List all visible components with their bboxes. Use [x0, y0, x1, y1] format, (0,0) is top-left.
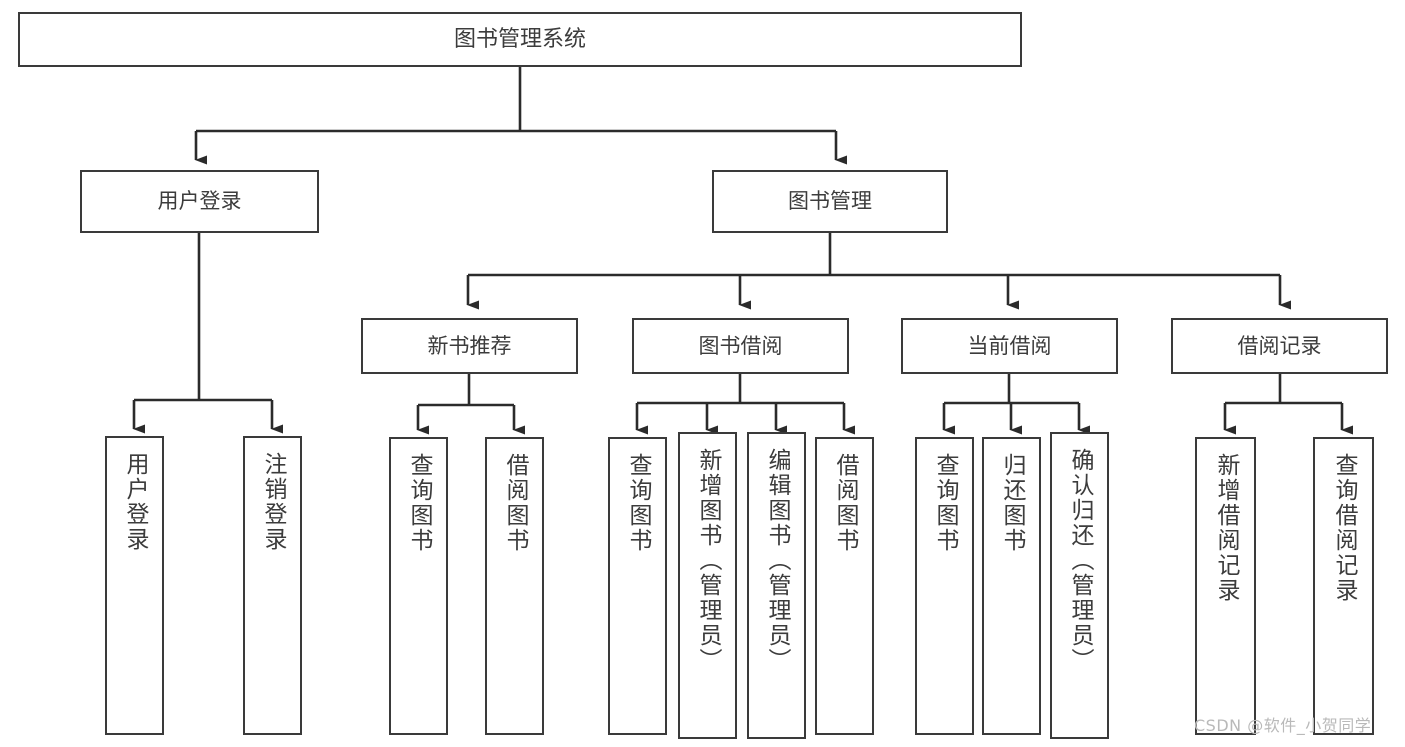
leaf-current-confirm-return-admin[interactable]: 确认归还（管理员） — [1050, 432, 1109, 739]
leaf-user-login-login[interactable]: 用户登录 — [105, 436, 164, 735]
leaf-label: 借阅图书 — [502, 453, 528, 553]
leaf-record-add-record[interactable]: 新增借阅记录 — [1195, 437, 1256, 735]
node-root-label: 图书管理系统 — [453, 26, 586, 52]
leaf-label: 编辑图书（管理员） — [764, 448, 790, 673]
leaf-current-return-book[interactable]: 归还图书 — [982, 437, 1041, 735]
node-book-borrow-label: 图书借阅 — [698, 333, 783, 358]
node-book-borrow[interactable]: 图书借阅 — [632, 318, 849, 374]
leaf-label: 新增图书（管理员） — [695, 448, 721, 673]
node-current-borrow[interactable]: 当前借阅 — [901, 318, 1118, 374]
leaf-label: 查询图书 — [406, 453, 432, 553]
leaf-current-query-book[interactable]: 查询图书 — [915, 437, 974, 735]
node-book-management[interactable]: 图书管理 — [712, 170, 948, 233]
node-current-borrow-label: 当前借阅 — [967, 333, 1052, 358]
leaf-record-query-record[interactable]: 查询借阅记录 — [1313, 437, 1374, 735]
leaf-recommend-query-book[interactable]: 查询图书 — [389, 437, 448, 735]
leaf-recommend-borrow-book[interactable]: 借阅图书 — [485, 437, 544, 735]
leaf-label: 注销登录 — [260, 452, 286, 552]
leaf-label: 查询借阅记录 — [1331, 453, 1357, 603]
leaf-borrow-edit-book-admin[interactable]: 编辑图书（管理员） — [747, 432, 806, 739]
leaf-label: 查询图书 — [625, 453, 651, 553]
node-borrow-record[interactable]: 借阅记录 — [1171, 318, 1388, 374]
node-new-book-recommend-label: 新书推荐 — [427, 333, 512, 358]
leaf-label: 归还图书 — [999, 453, 1025, 553]
leaf-label: 借阅图书 — [832, 453, 858, 553]
node-root[interactable]: 图书管理系统 — [18, 12, 1022, 67]
node-borrow-record-label: 借阅记录 — [1237, 333, 1322, 358]
leaf-label: 确认归还（管理员） — [1067, 448, 1093, 673]
leaf-label: 用户登录 — [122, 452, 148, 552]
node-user-login[interactable]: 用户登录 — [80, 170, 319, 233]
leaf-label: 查询图书 — [932, 453, 958, 553]
leaf-borrow-add-book-admin[interactable]: 新增图书（管理员） — [678, 432, 737, 739]
leaf-user-login-logout[interactable]: 注销登录 — [243, 436, 302, 735]
node-user-login-label: 用户登录 — [157, 189, 242, 214]
leaf-borrow-query-book[interactable]: 查询图书 — [608, 437, 667, 735]
leaf-borrow-borrow-book[interactable]: 借阅图书 — [815, 437, 874, 735]
leaf-label: 新增借阅记录 — [1213, 453, 1239, 603]
watermark-text: CSDN @软件_小贺同学 — [1194, 716, 1372, 735]
node-book-management-label: 图书管理 — [788, 189, 872, 214]
node-new-book-recommend[interactable]: 新书推荐 — [361, 318, 578, 374]
